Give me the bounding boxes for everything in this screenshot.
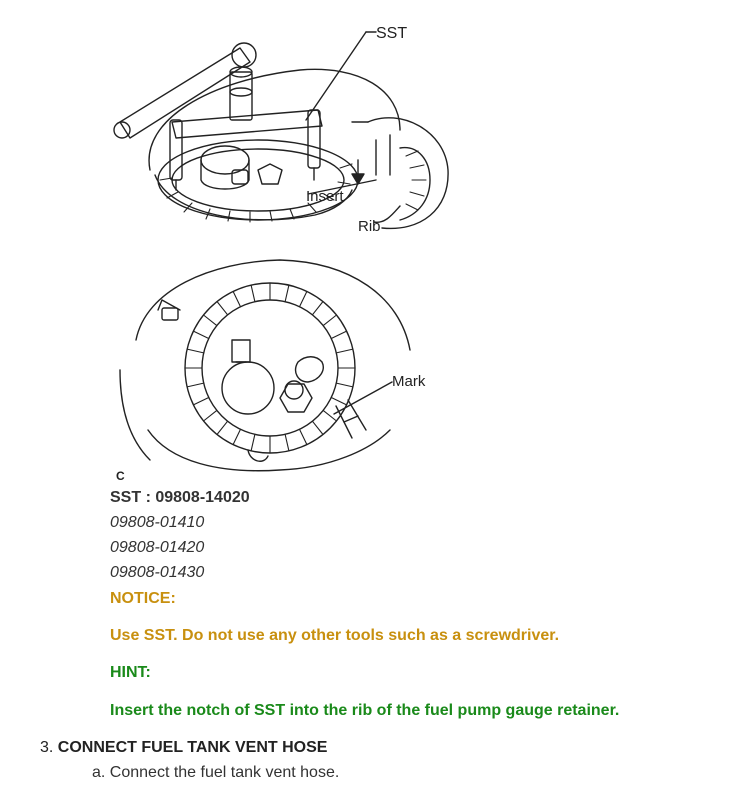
procedure-substep: a. Connect the fuel tank vent hose. — [92, 763, 339, 783]
retainer-rib — [186, 348, 205, 354]
retainer-rib — [311, 420, 324, 436]
retainer-top-view-drawing — [119, 259, 411, 472]
retainer-rib — [284, 284, 290, 303]
sst-part-number: 09808-01420 — [110, 539, 205, 556]
retainer-rib — [284, 433, 290, 452]
retainer-rib — [202, 314, 218, 327]
sst-tool-drawing — [113, 31, 449, 230]
retainer-rib — [311, 300, 324, 316]
retainer-rib — [216, 300, 229, 316]
retainer-rib — [216, 420, 229, 436]
retainer-rib — [322, 409, 338, 422]
retainer-rib — [335, 382, 354, 388]
service-illustration: SST Insert Rib Mark C — [100, 10, 480, 485]
substep-letter: a. — [92, 764, 106, 781]
retainer-rib — [330, 330, 348, 340]
retainer-rib — [186, 382, 205, 388]
retainer-rib — [232, 428, 242, 446]
hint-title: HINT: — [110, 664, 151, 681]
label-insert: Insert — [306, 188, 344, 205]
retainer-rib — [330, 396, 348, 406]
step-title: CONNECT FUEL TANK VENT HOSE — [57, 739, 328, 756]
notice-text: Use SST. Do not use any other tools such… — [110, 627, 560, 644]
retainer-rib — [232, 290, 242, 308]
retainer-rib — [298, 428, 308, 446]
retainer-rib — [192, 396, 210, 406]
label-sst: SST — [376, 25, 407, 42]
retainer-rib — [322, 314, 338, 327]
sst-part-number: 09808-01410 — [110, 514, 205, 531]
sst-number: SST : 09808-14020 — [110, 489, 250, 506]
label-rib: Rib — [358, 218, 381, 235]
step-number: 3. — [40, 739, 54, 756]
substep-text: Connect the fuel tank vent hose. — [109, 764, 340, 781]
retainer-rib — [250, 433, 256, 452]
hint-text: Insert the notch of SST into the rib of … — [110, 702, 620, 719]
retainer-rib — [298, 290, 308, 308]
retainer-rib — [250, 284, 256, 303]
label-mark: Mark — [392, 373, 426, 390]
sst-part-number: 09808-01430 — [110, 564, 205, 581]
retainer-rib — [335, 348, 354, 354]
procedure-step: 3. CONNECT FUEL TANK VENT HOSE — [40, 738, 327, 758]
retainer-rib — [192, 330, 210, 340]
label-figure-code: C — [116, 469, 125, 483]
notice-title: NOTICE: — [110, 590, 176, 607]
retainer-rib — [202, 409, 218, 422]
